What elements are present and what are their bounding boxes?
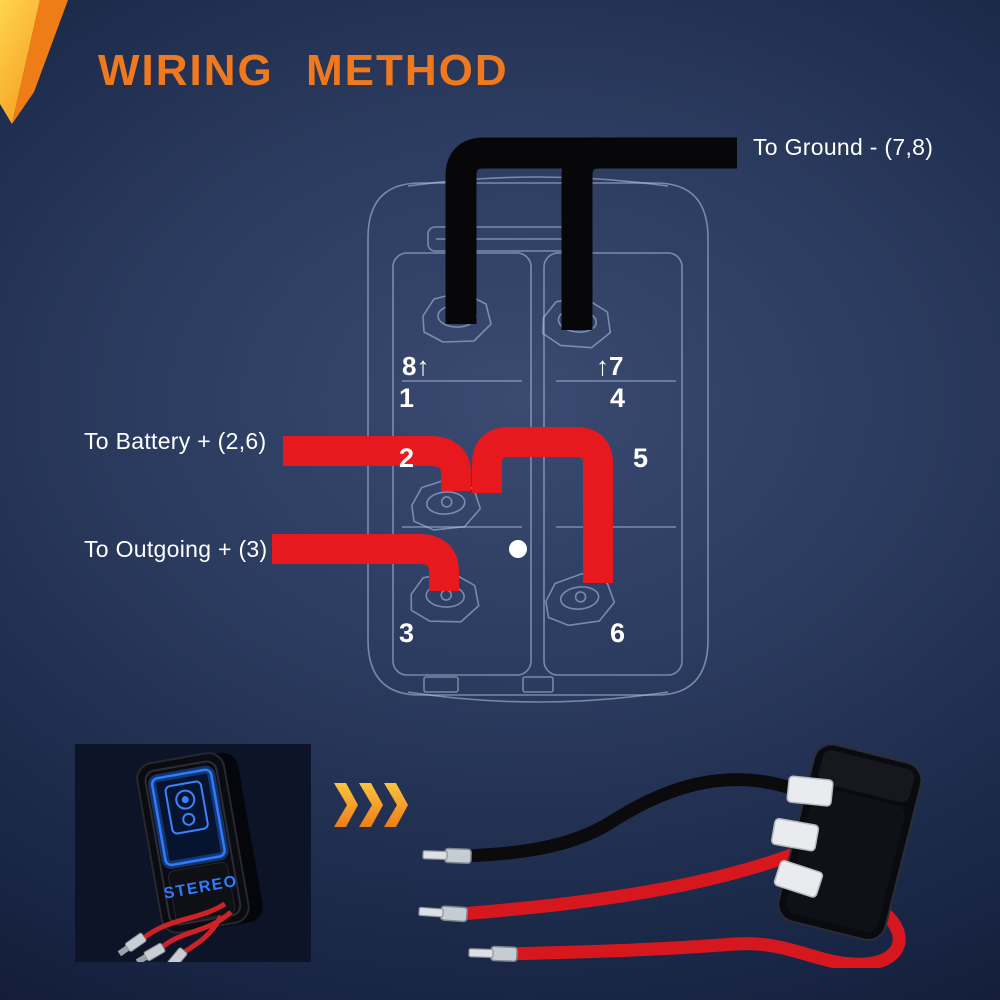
- triple-chevron-right-icon: [334, 783, 408, 827]
- ribbon-front: [0, 0, 40, 124]
- switch-front-photo-panel: STEREO: [75, 744, 311, 976]
- outgoing-wire: [272, 534, 459, 591]
- ground-wire-8: [445, 137, 737, 324]
- chevron: [334, 783, 358, 827]
- ground-wire-label: To Ground - (7,8): [753, 134, 934, 160]
- speaker-icon: [164, 780, 209, 835]
- corner-ribbon-icon: [0, 0, 68, 124]
- chevron: [384, 783, 408, 827]
- terminal-labels: 8↑ ↑7 1 4 2 5 3 6: [399, 351, 648, 648]
- switch-body-outline: [367, 176, 709, 703]
- black-lead-wire: [456, 773, 820, 863]
- battery-wire: [283, 436, 471, 491]
- page-title: WIRING METHOD: [98, 46, 509, 95]
- terminal-number-2: 2: [399, 443, 414, 473]
- power-wires: [272, 427, 613, 591]
- battery-wire-label: To Battery + (2,6): [84, 428, 267, 454]
- terminal-number-4: 4: [610, 383, 625, 413]
- terminal-number-1: 1: [399, 383, 414, 413]
- red-lead-wire-1: [452, 841, 817, 921]
- wire-marker-7: ↑7: [596, 351, 623, 381]
- red-lead-wire-2: [502, 881, 906, 968]
- terminal-number-5: 5: [633, 443, 648, 473]
- spade-terminal: [422, 846, 472, 865]
- battery-jumper-wire: [472, 427, 613, 583]
- switch-back-body: [770, 743, 923, 941]
- switch-wired-photo: [417, 743, 923, 968]
- terminal-number-6: 6: [610, 618, 625, 648]
- spade-terminal: [468, 944, 518, 963]
- lead-wires: [452, 773, 906, 968]
- terminal-connector-blocks: [770, 775, 834, 898]
- wire-marker-8: 8↑: [402, 351, 429, 381]
- spade-terminal: [417, 903, 469, 923]
- chevron: [359, 783, 383, 827]
- ground-wire-7: [561, 137, 737, 330]
- terminal-number-3: 3: [399, 618, 414, 648]
- stereo-rocker-switch-photo: STEREO: [117, 752, 263, 976]
- ribbon-back: [12, 0, 68, 124]
- ground-wires: [445, 137, 737, 330]
- outgoing-wire-label: To Outgoing + (3): [84, 536, 268, 562]
- center-screw-dot: [509, 540, 527, 558]
